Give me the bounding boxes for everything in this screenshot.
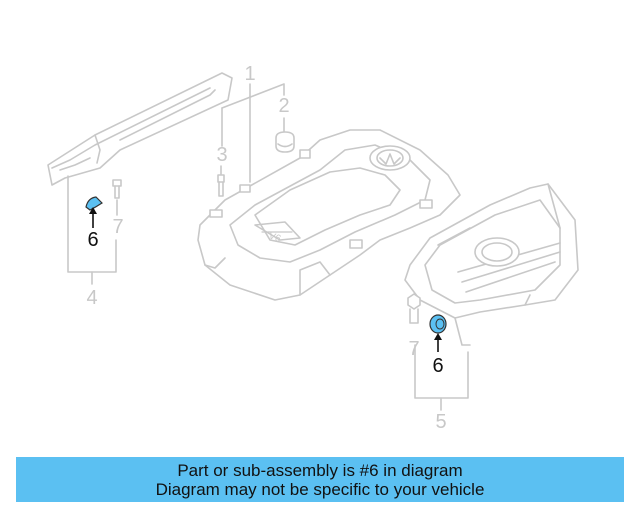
part-6-clip-left	[85, 196, 103, 211]
callout-3: 3	[216, 144, 228, 166]
callout-5: 5	[435, 411, 447, 433]
left-screw	[112, 179, 122, 216]
callout-2: 2	[278, 95, 290, 117]
part-6-clip-right	[429, 314, 447, 334]
right-side-cover	[404, 183, 579, 346]
arrowhead-6-right	[434, 333, 442, 340]
engine-badge-text: V6	[267, 230, 283, 245]
grommet	[275, 131, 295, 153]
stud	[217, 165, 225, 197]
main-engine-cover	[197, 129, 461, 301]
callout-4: 4	[86, 287, 98, 309]
callout-6-left: 6	[87, 229, 99, 251]
callout-7-left: 7	[112, 216, 124, 238]
callout-1: 1	[244, 63, 256, 85]
callout-6-right: 6	[432, 355, 444, 377]
caption-line-2: Diagram may not be specific to your vehi…	[155, 479, 485, 499]
caption-banner: Part or sub-assembly is #6 in diagram Di…	[16, 457, 624, 502]
arrowhead-6-left	[89, 207, 97, 214]
right-nut	[407, 293, 421, 324]
left-side-cover	[47, 72, 233, 186]
callout-7-right: 7	[408, 338, 420, 360]
caption-line-1: Part or sub-assembly is #6 in diagram	[177, 460, 463, 480]
